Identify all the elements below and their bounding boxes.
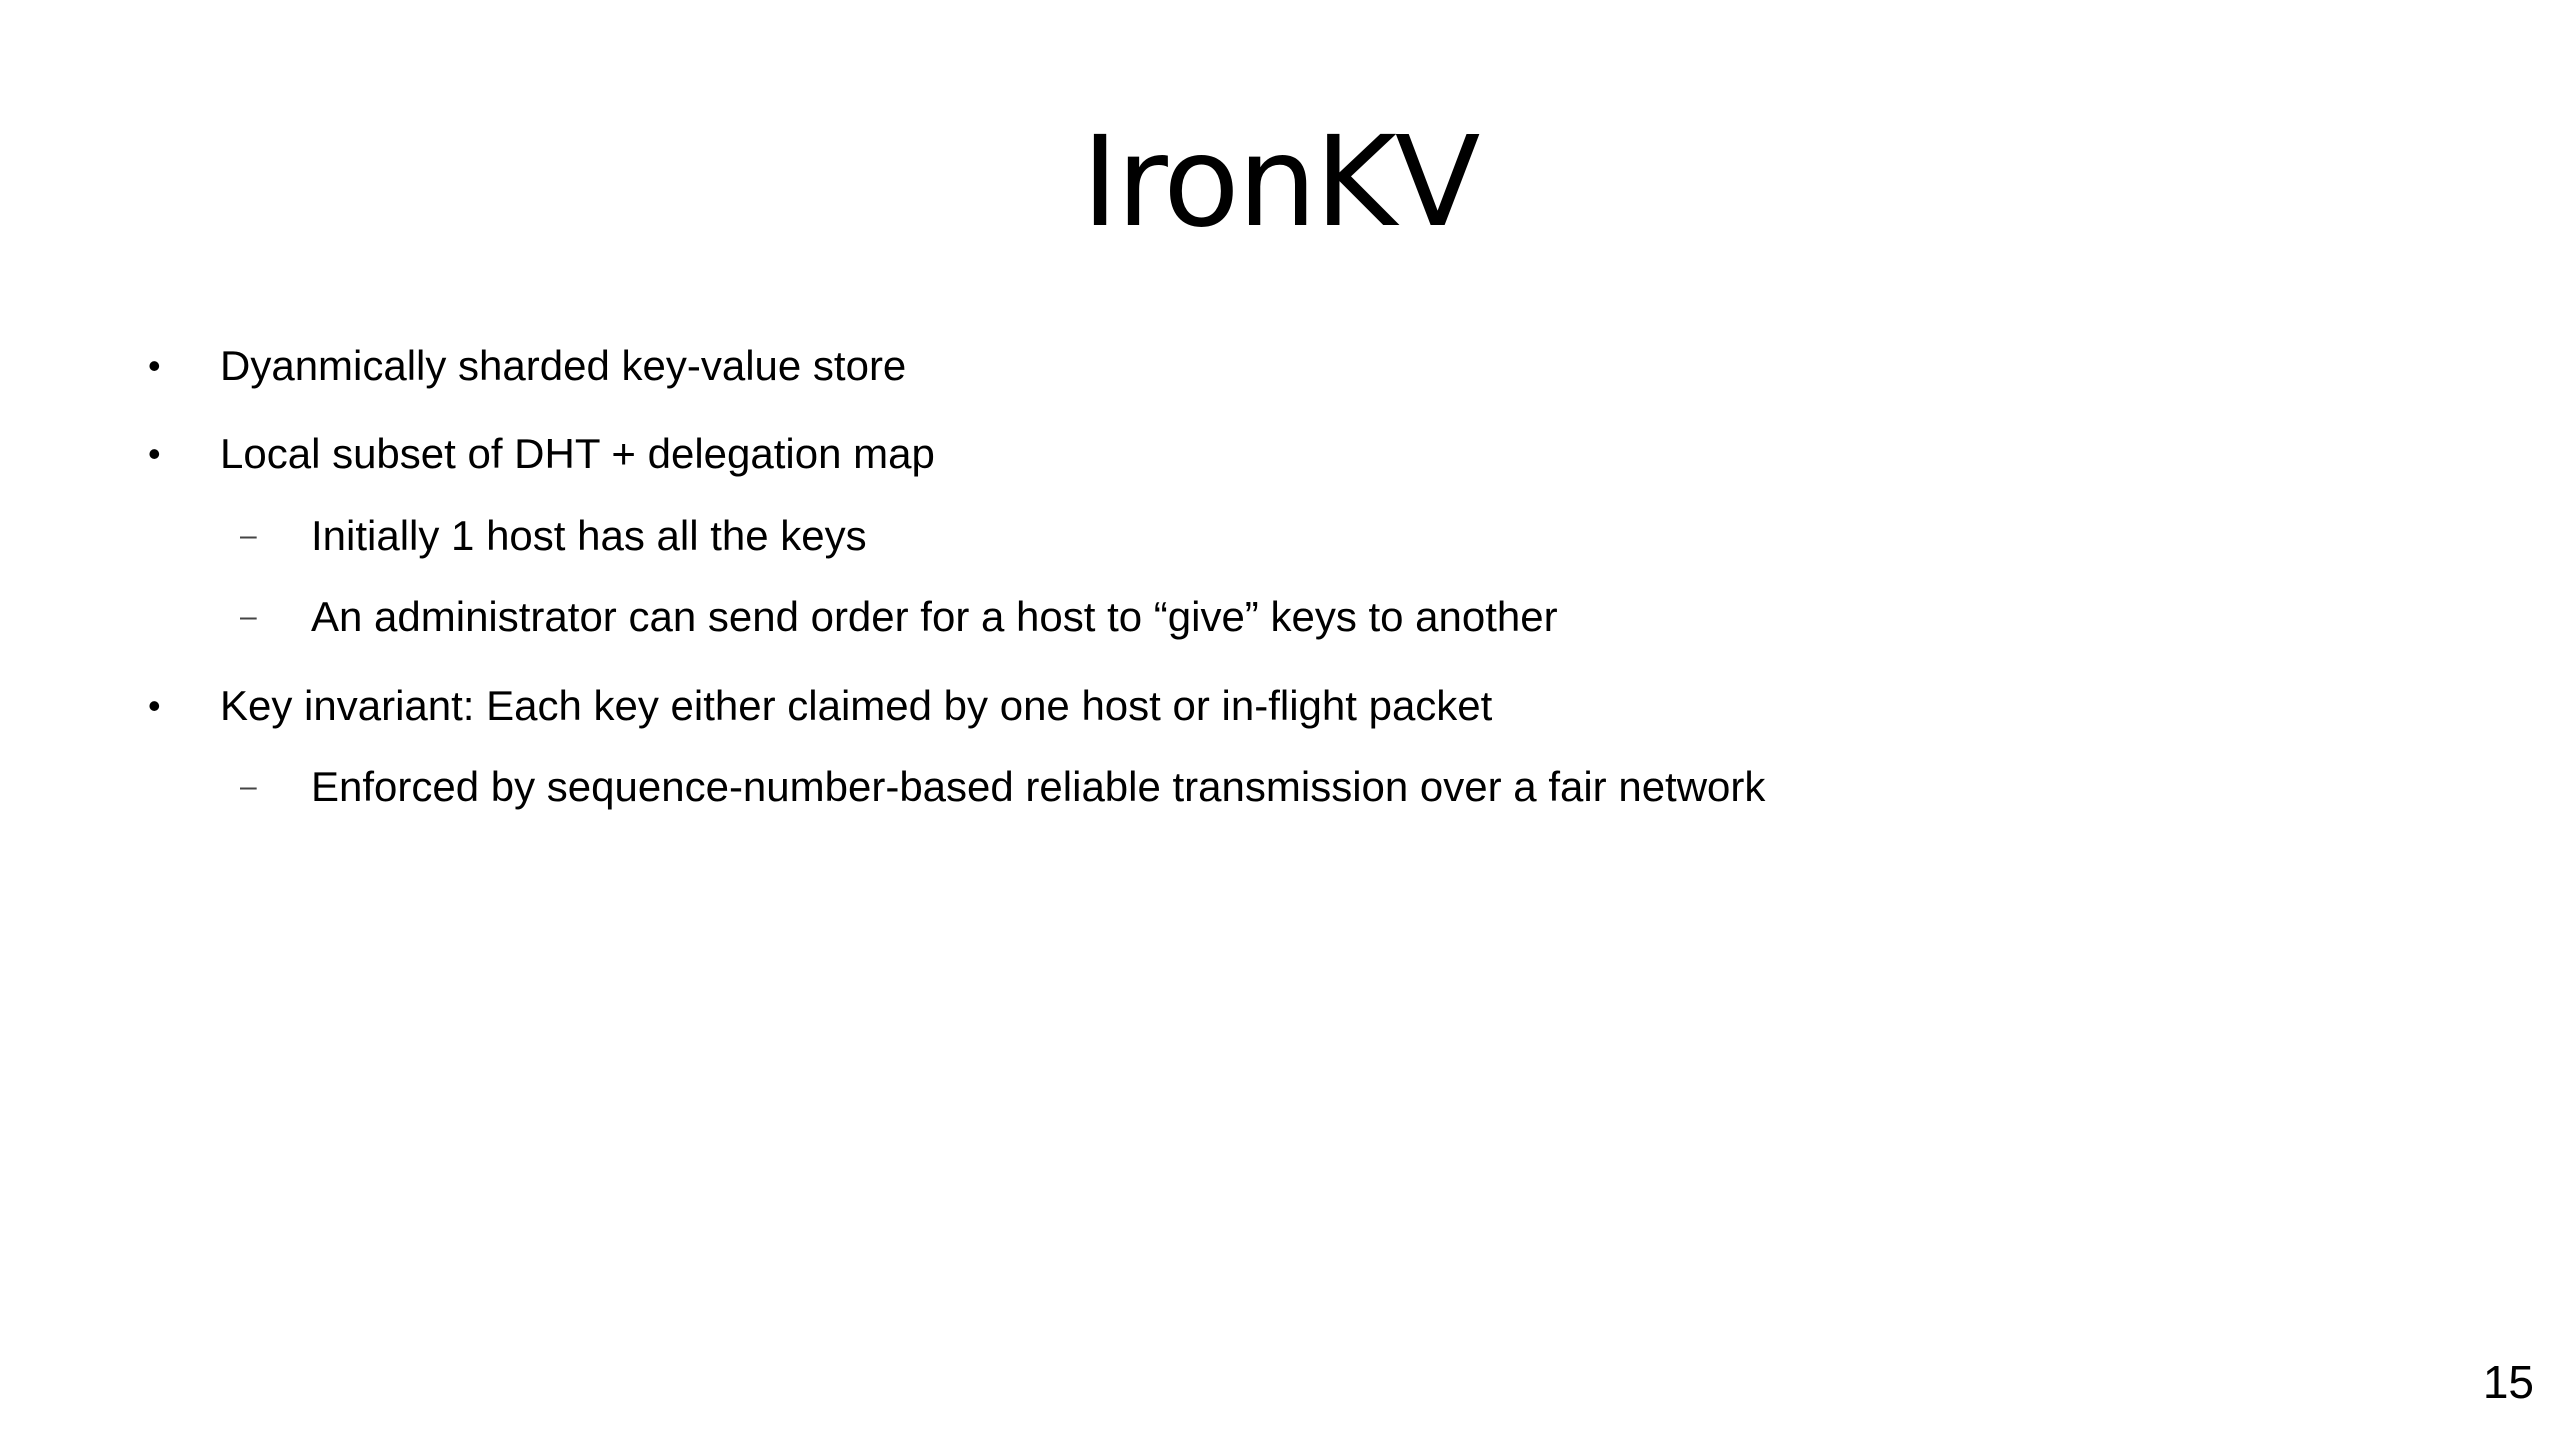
sub-bullet-text: An administrator can send order for a ho… — [311, 593, 1558, 640]
page-number: 15 — [2482, 1356, 2534, 1408]
bullet-icon: • — [148, 685, 161, 726]
sub-bullet-text: Initially 1 host has all the keys — [311, 512, 867, 559]
bullet-icon: • — [148, 433, 161, 474]
bullet-text: Key invariant: Each key either claimed b… — [220, 682, 1493, 729]
bullet-text: Dyanmically sharded key-value store — [220, 342, 907, 389]
dash-icon: – — [240, 519, 257, 552]
sub-bullet-text: Enforced by sequence-number-based reliab… — [311, 763, 1766, 810]
bullet-text: Local subset of DHT + delegation map — [220, 430, 935, 477]
bullet-icon: • — [148, 345, 161, 386]
slide-title: IronKV — [1081, 110, 1481, 255]
dash-icon: – — [240, 770, 257, 803]
dash-icon: – — [240, 600, 257, 633]
